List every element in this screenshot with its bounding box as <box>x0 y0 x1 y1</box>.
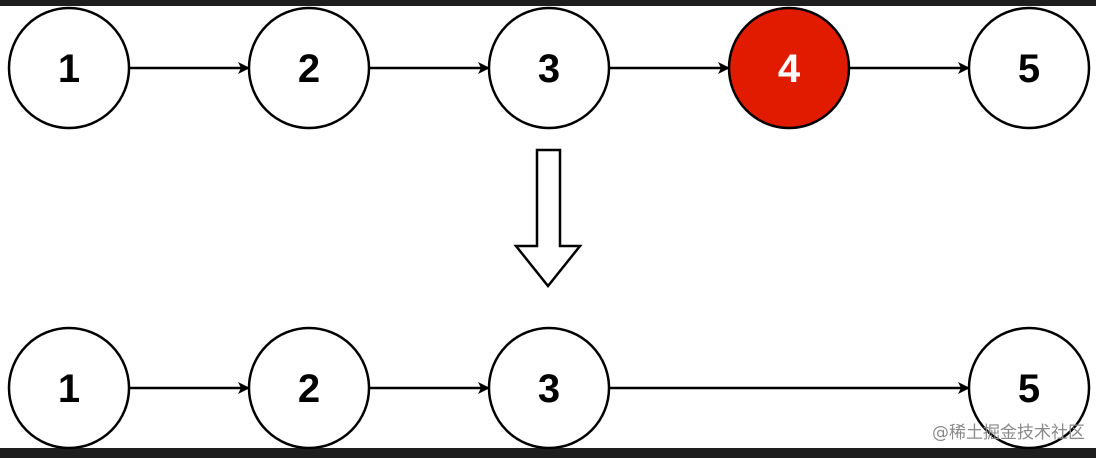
after-node-3 <box>487 326 611 450</box>
before-node-4 <box>727 6 851 130</box>
watermark-text: @稀土掘金技术社区 <box>932 423 1085 443</box>
after-node-2 <box>247 326 371 450</box>
before-node-label-5: 5 <box>1018 47 1040 91</box>
after-node-label-2: 2 <box>298 367 320 411</box>
after-node-label-5: 5 <box>1018 367 1040 411</box>
before-node-label-2: 2 <box>298 47 320 91</box>
after-node-label-1: 1 <box>58 367 80 411</box>
transform-down-arrow <box>513 148 583 289</box>
before-node-label-1: 1 <box>58 47 80 91</box>
before-node-3 <box>487 6 611 130</box>
after-node-5 <box>967 326 1091 450</box>
before-node-label-3: 3 <box>538 47 560 91</box>
before-list: 1 2 3 4 5 <box>7 6 1091 130</box>
before-node-5 <box>967 6 1091 130</box>
before-node-label-4: 4 <box>778 47 801 91</box>
after-node-1 <box>7 326 131 450</box>
before-node-2 <box>247 6 371 130</box>
after-node-label-3: 3 <box>538 367 560 411</box>
after-list: 1 2 3 5 <box>7 326 1091 450</box>
before-node-1 <box>7 6 131 130</box>
